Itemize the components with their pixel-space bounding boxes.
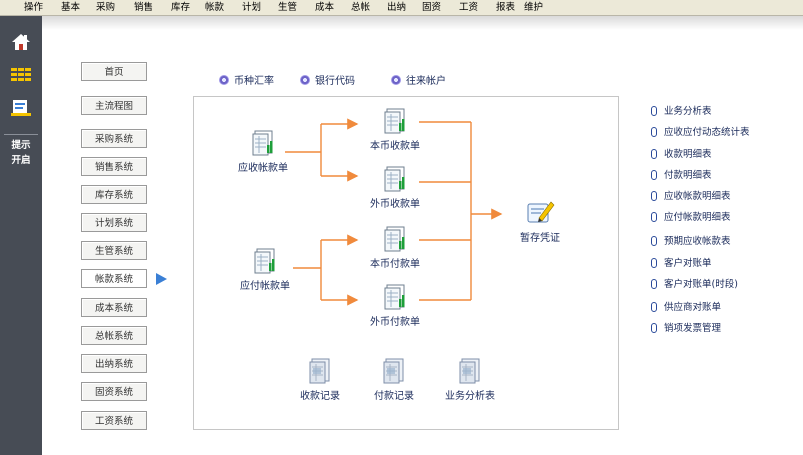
sidebar-open[interactable]: 开启 [11, 155, 31, 166]
menu-item-6[interactable]: 计划 [242, 2, 262, 13]
paperclip-icon [651, 302, 657, 312]
report-link-label: 业务分析表 [664, 106, 712, 117]
nav-button-10[interactable]: 出纳系统 [81, 354, 147, 373]
nav-button-4[interactable]: 库存系统 [81, 185, 147, 204]
menu-item-4[interactable]: 库存 [171, 2, 191, 13]
report-link-1[interactable]: 应收应付动态统计表 [651, 124, 750, 138]
nav-button-5[interactable]: 计划系统 [81, 213, 147, 232]
report-link-8[interactable]: 客户对账单(时段) [651, 276, 738, 290]
menu-bar: 操作 基本 采购 销售 库存 帐款 计划 生管 成本 总帐 出纳 固资 工资 报表维护 [0, 0, 803, 16]
payment-record-node[interactable]: 付款记录 [370, 358, 418, 402]
report-link-label: 付款明细表 [664, 170, 712, 181]
ap-doc-node[interactable]: 应付帐款单 [233, 248, 297, 292]
report-link-6[interactable]: 预期应收帐款表 [651, 233, 731, 247]
ar-doc-node[interactable]: 应收帐款单 [233, 130, 293, 174]
paperclip-icon [651, 212, 657, 222]
report-link-label: 应收帐款明细表 [664, 191, 731, 202]
nav-button-8[interactable]: 成本系统 [81, 298, 147, 317]
spreadsheet-icon [384, 284, 406, 310]
spreadsheet-icon [384, 226, 406, 252]
menu-item-8[interactable]: 成本 [315, 2, 335, 13]
currency-rate-link[interactable]: 币种汇率 [219, 72, 274, 87]
gear-icon [391, 75, 401, 85]
paperclip-icon [651, 323, 657, 333]
report-link-3[interactable]: 付款明细表 [651, 167, 712, 181]
nav-button-9[interactable]: 总帐系统 [81, 326, 147, 345]
paperclip-icon [651, 279, 657, 289]
report-link-0[interactable]: 业务分析表 [651, 103, 712, 117]
local-payment-node[interactable]: 本币付款单 [365, 226, 425, 270]
spreadsheet-icon [384, 108, 406, 134]
report-link-2[interactable]: 收款明细表 [651, 146, 712, 160]
temp-voucher-node[interactable]: 暂存凭证 [512, 198, 568, 244]
record-icon [383, 358, 405, 384]
report-link-10[interactable]: 销项发票管理 [651, 320, 721, 334]
menu-item-2[interactable]: 采购 [96, 2, 116, 13]
menu-item-10[interactable]: 出纳 [387, 2, 407, 13]
paperclip-icon [651, 149, 657, 159]
report-link-4[interactable]: 应收帐款明细表 [651, 188, 731, 202]
menu-item-7[interactable]: 生管 [278, 2, 298, 13]
bank-code-link[interactable]: 银行代码 [300, 72, 355, 87]
left-sidebar: 提示 开启 [0, 16, 42, 455]
menu-item-9[interactable]: 总帐 [351, 2, 371, 13]
nav-button-0[interactable]: 首页 [81, 62, 147, 81]
menu-item-14[interactable]: 维护 [524, 2, 544, 13]
report-link-label: 收款明细表 [664, 149, 712, 160]
report-link-7[interactable]: 客户对账单 [651, 255, 712, 269]
paperclip-icon [651, 127, 657, 137]
paperclip-icon [651, 191, 657, 201]
report-link-label: 供应商对账单 [664, 302, 722, 313]
nav-button-6[interactable]: 生管系统 [81, 241, 147, 260]
panel-top-shade [42, 16, 803, 30]
record-icon [459, 358, 481, 384]
report-link-9[interactable]: 供应商对账单 [651, 299, 721, 313]
spreadsheet-icon [252, 130, 274, 156]
local-receipt-node[interactable]: 本币收款单 [365, 108, 425, 152]
report-link-label: 客户对账单(时段) [664, 279, 738, 290]
menu-item-11[interactable]: 固资 [422, 2, 442, 13]
menu-item-13[interactable]: 报表 [496, 2, 516, 13]
menu-item-12[interactable]: 工资 [459, 2, 479, 13]
report-link-label: 应付帐款明细表 [664, 212, 731, 223]
report-link-5[interactable]: 应付帐款明细表 [651, 209, 731, 223]
nav-button-3[interactable]: 销售系统 [81, 157, 147, 176]
menu-item-1[interactable]: 基本 [61, 2, 81, 13]
spreadsheet-icon [384, 166, 406, 192]
paperclip-icon [651, 170, 657, 180]
analysis-table-node[interactable]: 业务分析表 [440, 358, 500, 402]
nav-button-7[interactable]: 帐款系统 [81, 269, 147, 288]
account-link[interactable]: 往来帐户 [391, 72, 446, 87]
receipt-record-node[interactable]: 收款记录 [296, 358, 344, 402]
sidebar-divider [4, 134, 38, 135]
grid-menu-icon[interactable] [10, 64, 32, 84]
sidebar-tip[interactable]: 提示 [11, 140, 31, 151]
foreign-payment-node[interactable]: 外币付款单 [365, 284, 425, 328]
paperclip-icon [651, 236, 657, 246]
document-icon[interactable] [10, 98, 32, 118]
menu-item-3[interactable]: 销售 [134, 2, 154, 13]
nav-selected-arrow-icon [156, 273, 167, 285]
report-link-label: 销项发票管理 [664, 323, 722, 334]
nav-button-11[interactable]: 固资系统 [81, 382, 147, 401]
edit-document-icon [525, 198, 555, 226]
foreign-receipt-node[interactable]: 外币收款单 [365, 166, 425, 210]
gear-icon [219, 75, 229, 85]
paperclip-icon [651, 106, 657, 116]
nav-button-12[interactable]: 工资系统 [81, 411, 147, 430]
menu-item-5[interactable]: 帐款 [205, 2, 225, 13]
nav-button-1[interactable]: 主流程图 [81, 96, 147, 115]
gear-icon [300, 75, 310, 85]
report-link-label: 客户对账单 [664, 258, 712, 269]
flow-connectors [285, 118, 503, 306]
paperclip-icon [651, 258, 657, 268]
home-icon[interactable] [10, 32, 32, 52]
report-link-label: 预期应收帐款表 [664, 236, 731, 247]
menu-item-0[interactable]: 操作 [24, 2, 44, 13]
report-link-label: 应收应付动态统计表 [664, 127, 750, 138]
nav-button-2[interactable]: 采购系统 [81, 129, 147, 148]
spreadsheet-icon [254, 248, 276, 274]
record-icon [309, 358, 331, 384]
